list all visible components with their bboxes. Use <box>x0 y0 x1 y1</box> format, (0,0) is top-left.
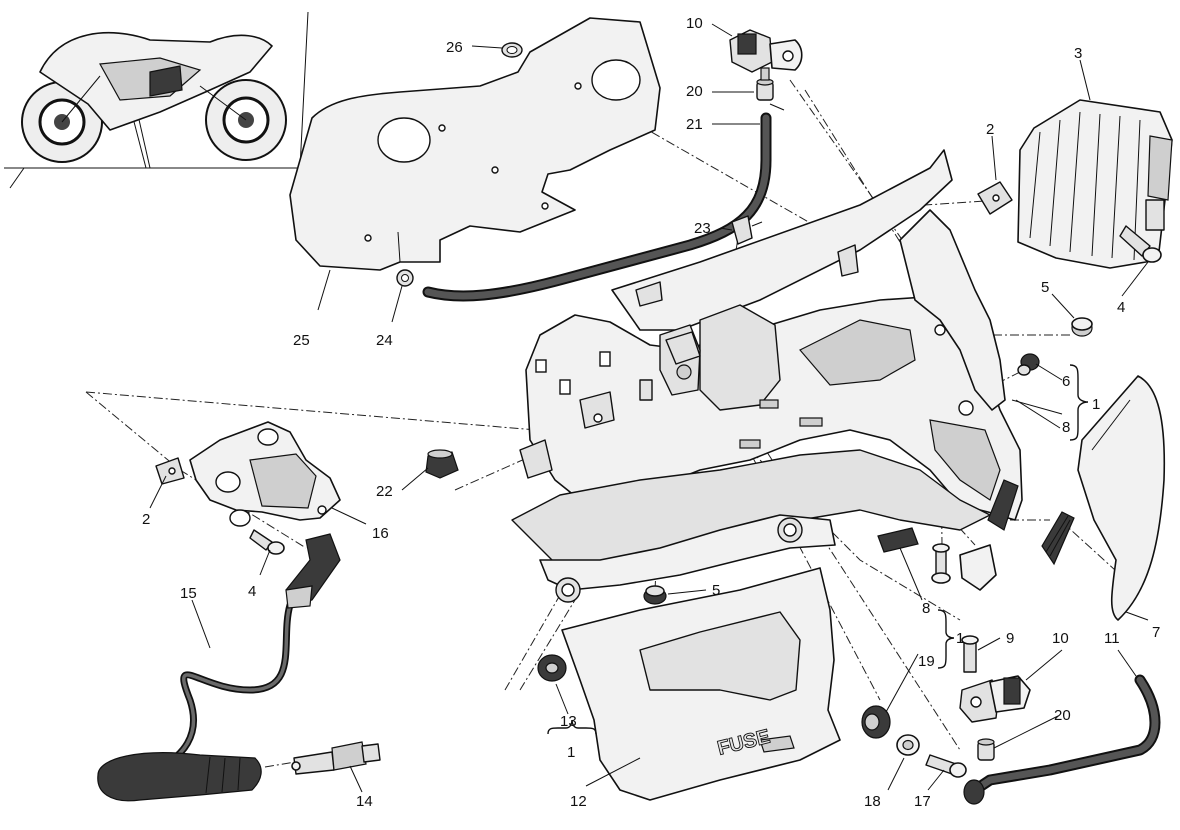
lower-tab <box>959 544 997 591</box>
electrical-support-1 <box>511 149 1023 603</box>
hose-21 <box>422 112 772 302</box>
callout-21: 21 <box>686 116 703 133</box>
callout-9: 9 <box>1006 630 1014 647</box>
callout-11: 11 <box>1104 630 1120 647</box>
callout-10: 10 <box>686 15 703 32</box>
nut-clip-2-left <box>155 457 185 485</box>
callout-4: 4 <box>1117 299 1125 316</box>
side-cover-7 <box>1077 375 1166 621</box>
callout-1-lower: 1 <box>956 630 964 647</box>
callout-16: 16 <box>372 525 389 542</box>
voltage-regulator-3 <box>1017 99 1173 269</box>
callout-20-lower: 20 <box>1054 707 1071 724</box>
callout-2-left: 2 <box>142 511 150 528</box>
callout-15: 15 <box>180 585 197 602</box>
nut-5-center <box>643 585 667 605</box>
callout-8: 8 <box>1062 419 1070 436</box>
clip-24 <box>396 269 414 287</box>
callout-20: 20 <box>686 83 703 100</box>
braces <box>547 364 1089 735</box>
screw-4-left <box>249 529 285 555</box>
screw-17 <box>925 754 967 778</box>
grommet-13 <box>537 654 567 682</box>
rubber-pad-8-b <box>877 527 919 553</box>
callout-13: 13 <box>560 713 577 730</box>
callout-2: 2 <box>986 121 994 138</box>
plug-cable-15 <box>97 533 341 802</box>
pressure-sensor-10-top <box>729 29 803 81</box>
callout-5-center: 5 <box>712 582 720 599</box>
rubber-pad-8-c <box>987 479 1019 531</box>
hose-11 <box>963 674 1161 805</box>
callout-3: 3 <box>1074 45 1082 62</box>
motorcycle-thumbnail <box>4 11 309 189</box>
callout-10-lower: 10 <box>1052 630 1069 647</box>
spark-plug-14 <box>291 741 381 775</box>
callout-8-lower: 8 <box>922 600 930 617</box>
callout-22: 22 <box>376 483 393 500</box>
callout-12: 12 <box>570 793 587 810</box>
bushing-18 <box>896 734 920 756</box>
nut-5-right <box>1071 317 1093 337</box>
pressure-sensor-10-bottom <box>959 675 1031 723</box>
grommet-6 <box>1017 353 1040 376</box>
callout-23: 23 <box>694 220 711 237</box>
fitting-20-bottom <box>977 738 995 761</box>
callout-26: 26 <box>446 39 463 56</box>
callout-4-left: 4 <box>248 583 256 600</box>
fitting-20-top <box>756 78 774 101</box>
callout-18: 18 <box>864 793 881 810</box>
clip-23 <box>731 215 763 245</box>
callout-6: 6 <box>1062 373 1070 390</box>
callout-17: 17 <box>914 793 931 810</box>
callout-5: 5 <box>1041 279 1049 296</box>
ignition-coil-16 <box>189 421 341 527</box>
screw-9 <box>931 543 979 673</box>
callout-1-bottom: 1 <box>567 744 575 761</box>
grommet-19 <box>861 705 891 739</box>
gasket-26 <box>501 42 523 58</box>
callout-19: 19 <box>918 653 935 670</box>
callout-14: 14 <box>356 793 373 810</box>
callout-7: 7 <box>1152 624 1160 641</box>
heat-shield-25 <box>289 17 661 271</box>
callout-labels: 26 10 20 21 3 2 23 25 24 5 4 6 1 8 22 2 … <box>142 15 1160 810</box>
nut-clip-2-right <box>977 181 1013 215</box>
callout-25: 25 <box>293 332 310 349</box>
rubber-pad-8-a <box>1041 511 1075 566</box>
grommet-22 <box>425 449 459 479</box>
leader-lines <box>149 23 1149 793</box>
callout-1: 1 <box>1092 396 1100 413</box>
callout-24: 24 <box>376 332 393 349</box>
fuse-cover-12: FUSE <box>561 567 841 801</box>
screw-4-right <box>1119 225 1162 263</box>
